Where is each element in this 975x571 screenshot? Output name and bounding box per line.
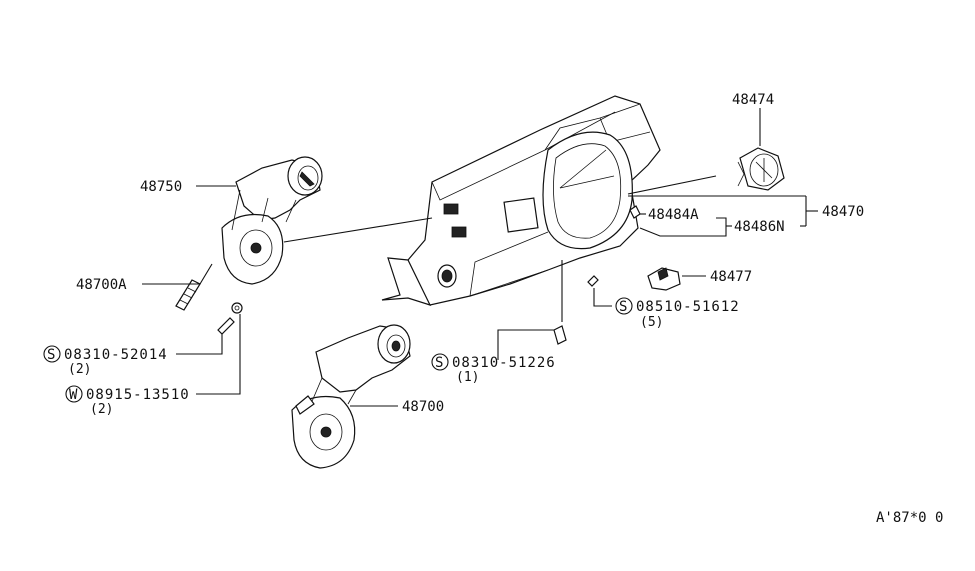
- callout-08310-52014: 08310-52014: [64, 347, 168, 363]
- callout-s-symbol-08310-52014: S: [47, 347, 55, 363]
- callout-08310-51226: 08310-51226: [452, 355, 556, 371]
- screw-center-illustration: [553, 260, 599, 345]
- leader-line: [283, 217, 433, 243]
- callout-s-symbol-08510: S: [619, 299, 627, 315]
- figure-code: A'87*0 0: [876, 510, 943, 526]
- callout-08510-51612-qty: (5): [640, 315, 663, 330]
- callout-08915-13510-qty: (2): [90, 402, 113, 417]
- callout-48486n: 48486N: [734, 219, 785, 235]
- callout-08310-51226-qty: (1): [456, 370, 479, 385]
- callout-08915-13510: 08915-13510: [86, 387, 190, 403]
- callout-48470: 48470: [822, 204, 864, 220]
- switch-48474-illustration: [737, 147, 785, 191]
- lower-lock-assembly-illustration: [291, 324, 411, 469]
- column-cover-illustration: [381, 95, 661, 306]
- callout-48477: 48477: [710, 269, 752, 285]
- callout-w-symbol-08915: W: [69, 387, 78, 403]
- callout-48474: 48474: [732, 92, 774, 108]
- clip-48477-illustration: [647, 267, 681, 291]
- leader-line: [627, 175, 717, 195]
- bolt-48700a-illustration: [175, 263, 213, 311]
- callout-48700a: 48700A: [76, 277, 127, 293]
- callout-48750: 48750: [140, 179, 182, 195]
- callout-48700: 48700: [402, 399, 444, 415]
- upper-lock-assembly-illustration: [221, 156, 323, 285]
- callout-08310-52014-qty: (2): [68, 362, 91, 377]
- callout-s-symbol-08310-51226: S: [435, 355, 443, 371]
- screw-washer-left-illustration: [217, 302, 243, 335]
- callout-48484a: 48484A: [648, 207, 699, 223]
- callout-08510-51612: 08510-51612: [636, 299, 740, 315]
